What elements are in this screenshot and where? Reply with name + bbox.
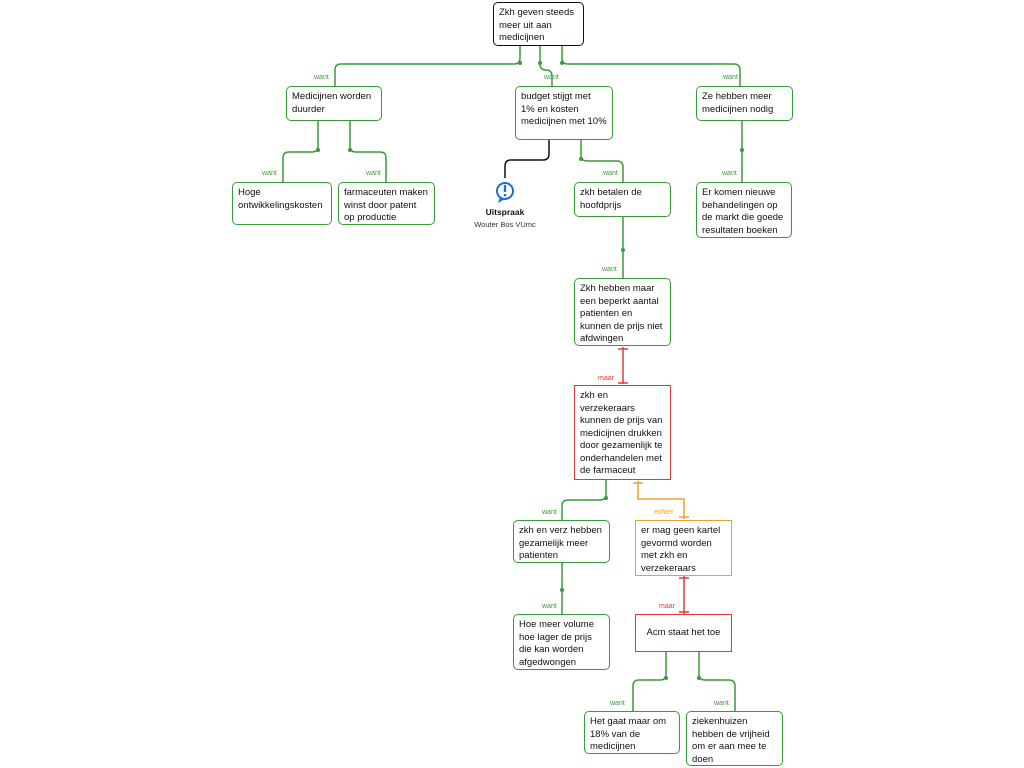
relation-label-want: want bbox=[542, 603, 557, 610]
relation-label-want: want bbox=[314, 74, 329, 81]
relation-label-want: want bbox=[262, 170, 277, 177]
node-beperkt[interactable]: Zkh hebben maar een beperkt aantal patie… bbox=[574, 278, 671, 346]
relation-label-maar: maar bbox=[598, 375, 614, 382]
relation-label-want: want bbox=[722, 170, 737, 177]
relation-label-want: want bbox=[542, 509, 557, 516]
root-node[interactable]: Zkh geven steeds meer uit aan medicijnen bbox=[493, 2, 584, 46]
relation-label-want: want bbox=[723, 74, 738, 81]
node-kartel[interactable]: er mag geen kartel gevormd worden met zk… bbox=[635, 520, 732, 576]
relation-label-want: want bbox=[610, 700, 625, 707]
annotation-subtitle: Wouter Bos VUmc bbox=[474, 220, 536, 229]
relation-label-want: want bbox=[366, 170, 381, 177]
node-ontwikkeling[interactable]: Hoge ontwikkelingskosten bbox=[232, 182, 332, 225]
relation-label-want: want bbox=[602, 266, 617, 273]
node-behandelingen[interactable]: Er komen nieuwe behandelingen op de mark… bbox=[696, 182, 792, 238]
node-volume[interactable]: Hoe meer volume hoe lager de prijs die k… bbox=[513, 614, 610, 670]
node-budget[interactable]: budget stijgt met 1% en kosten medicijne… bbox=[515, 86, 613, 140]
annotation-title: Uitspraak bbox=[485, 207, 525, 217]
node-meer-patienten[interactable]: zkh en verz hebben gezamelijk meer patie… bbox=[513, 520, 610, 563]
node-gezamenlijk[interactable]: zkh en verzekeraars kunnen de prijs van … bbox=[574, 385, 671, 480]
node-farmaceuten[interactable]: farmaceuten maken winst door patent op p… bbox=[338, 182, 435, 225]
relation-label-echter: echter bbox=[654, 509, 674, 516]
relation-label-maar: maar bbox=[659, 603, 675, 610]
node-acm[interactable]: Acm staat het toe bbox=[635, 614, 732, 652]
node-vrijheid[interactable]: ziekenhuizen hebben de vrijheid om er aa… bbox=[686, 711, 783, 766]
node-hoofdprijs[interactable]: zkh betalen de hoofdprijs bbox=[574, 182, 671, 217]
node-procent[interactable]: Het gaat maar om 18% van de medicijnen bbox=[584, 711, 680, 754]
relation-label-want: want bbox=[603, 170, 618, 177]
relation-label-want: want bbox=[714, 700, 729, 707]
node-duurder[interactable]: Medicijnen worden duurder bbox=[286, 86, 382, 121]
node-nodig[interactable]: Ze hebben meer medicijnen nodig bbox=[696, 86, 793, 121]
relation-label-want: want bbox=[544, 74, 559, 81]
exclamation-speech-icon bbox=[496, 182, 514, 203]
